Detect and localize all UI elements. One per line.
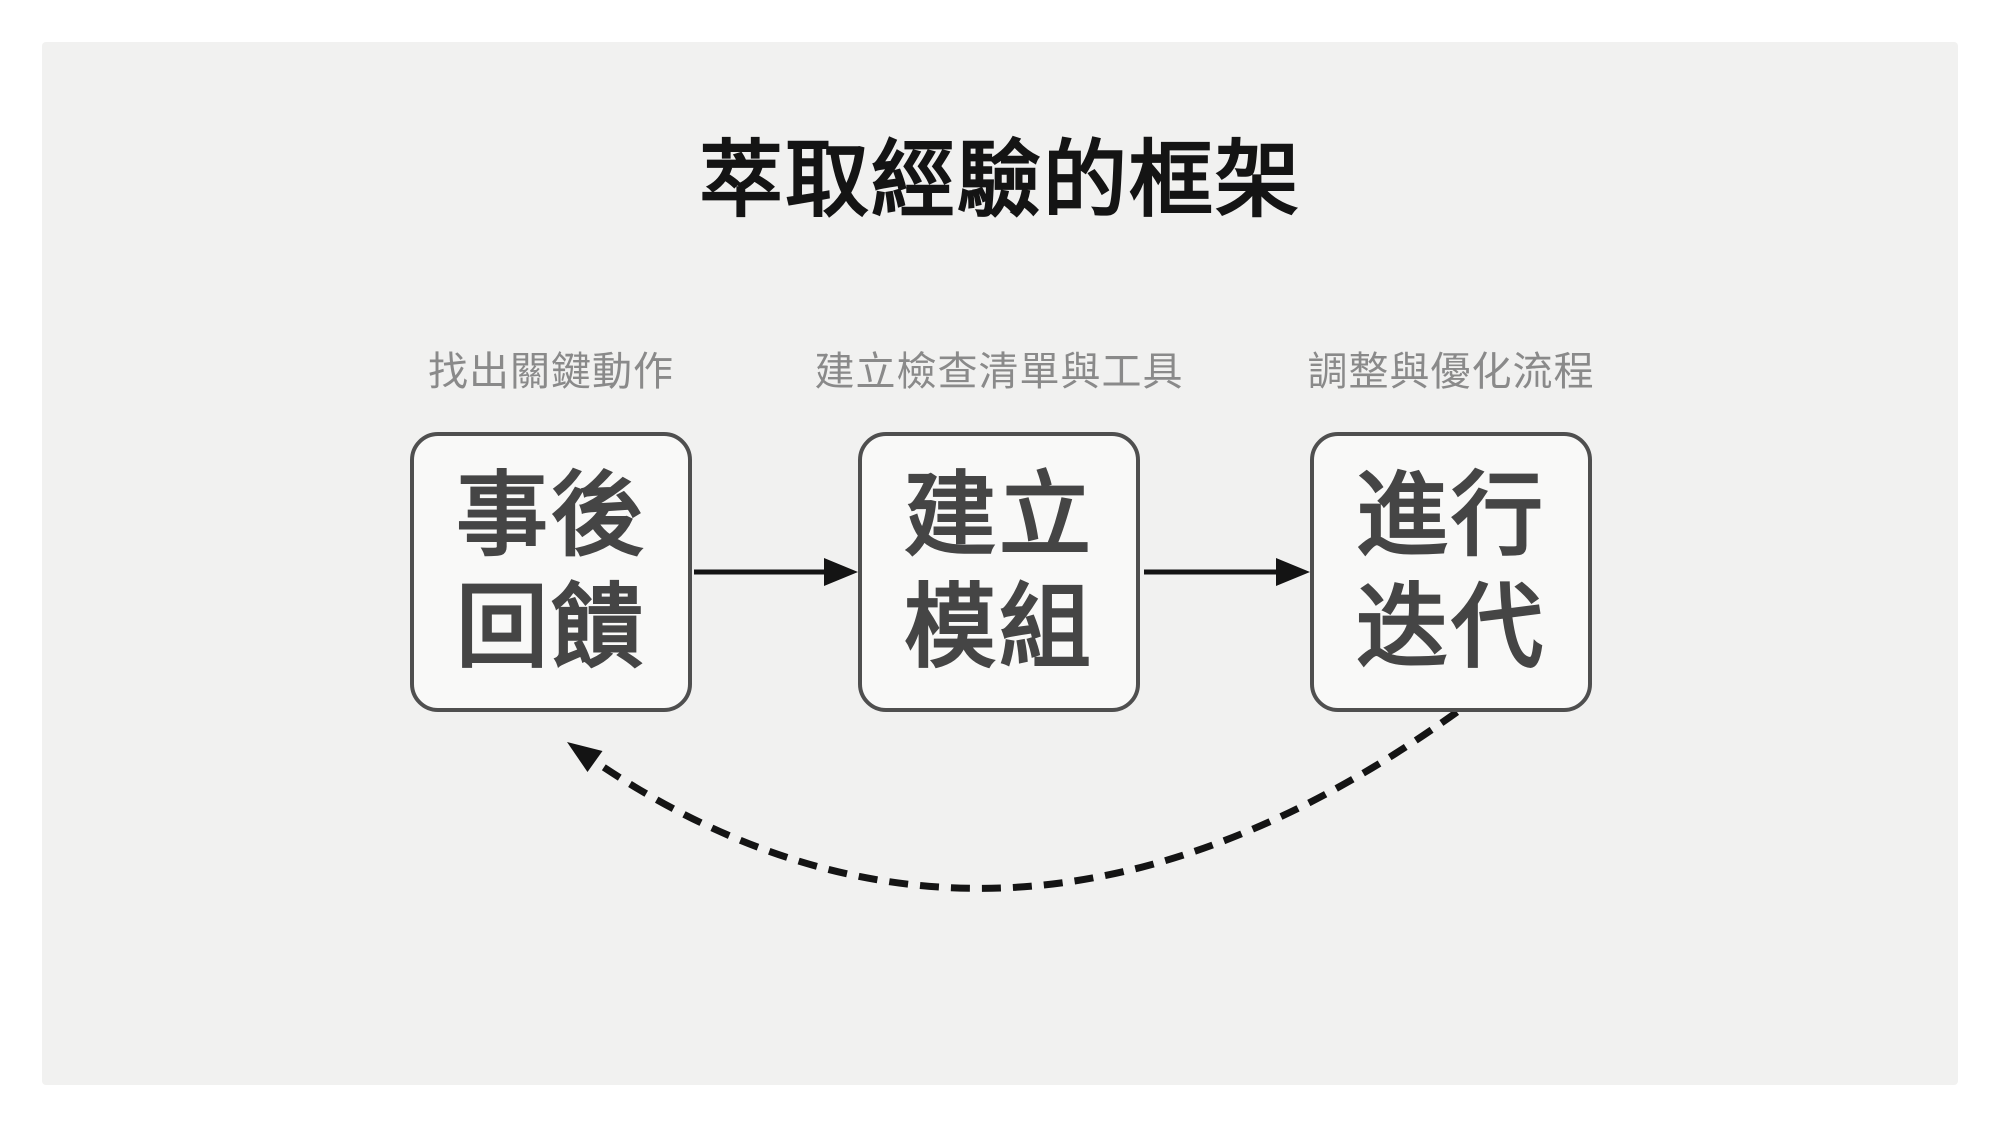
step-1-box: 事後 回饋 xyxy=(410,432,692,712)
diagram-panel: 萃取經驗的框架 找出關鍵動作 事後 回饋 建立檢查清單與工具 xyxy=(42,42,1958,1085)
step-2-box-text-line-1: 建立 xyxy=(903,465,1094,567)
step-1-caption: 找出關鍵動作 xyxy=(428,350,674,394)
step-1-box-text-line-1: 事後 xyxy=(455,465,646,567)
step-3: 調整與優化流程 進行 迭代 xyxy=(1307,347,1595,717)
step-1-box-text-line-2: 回饋 xyxy=(455,577,646,679)
step-3-box: 進行 迭代 xyxy=(1310,432,1592,712)
step-3-caption: 調整與優化流程 xyxy=(1307,350,1595,394)
step-1: 找出關鍵動作 事後 回饋 xyxy=(410,347,692,717)
step-2: 建立檢查清單與工具 建立 模組 xyxy=(815,347,1183,717)
diagram-title: 萃取經驗的框架 xyxy=(698,133,1301,227)
flow-arrow-1 xyxy=(694,558,858,586)
step-2-box-text-line-2: 模組 xyxy=(903,577,1094,679)
flow-arrow-2 xyxy=(1144,558,1310,586)
feedback-loop-arrow xyxy=(567,709,1460,892)
step-3-box-text-line-2: 迭代 xyxy=(1355,577,1546,679)
step-2-caption: 建立檢查清單與工具 xyxy=(814,350,1184,394)
step-3-box-text-line-1: 進行 xyxy=(1355,465,1546,567)
step-2-box: 建立 模組 xyxy=(858,432,1140,712)
